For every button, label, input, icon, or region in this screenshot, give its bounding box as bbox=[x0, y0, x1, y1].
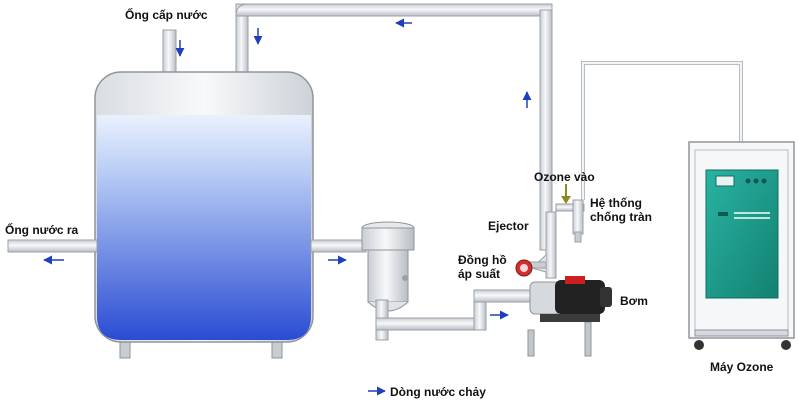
filter-to-pump-pipe bbox=[375, 289, 545, 331]
flow-arrows bbox=[43, 18, 532, 320]
ozone-line bbox=[581, 61, 743, 200]
pressure-gauge-label: Đồng hồ áp suất bbox=[458, 253, 507, 281]
pressure-gauge bbox=[515, 259, 547, 277]
return-loop-pipe bbox=[235, 3, 553, 251]
ozone-machine-label: Máy Ozone bbox=[710, 360, 774, 374]
pump bbox=[527, 276, 612, 357]
overflow-system-label: Hệ thống chống tràn bbox=[590, 196, 652, 224]
filter-housing bbox=[361, 221, 415, 341]
supply-pipe-label: Ống cấp nước bbox=[125, 8, 208, 22]
water-tank bbox=[94, 71, 314, 359]
pump-label: Bơm bbox=[620, 294, 648, 308]
supply-pipe bbox=[162, 29, 177, 79]
outlet-pipe-label: Ống nước ra bbox=[5, 223, 79, 237]
ozone-machine bbox=[688, 141, 795, 350]
outlet-pipe bbox=[7, 239, 98, 253]
ozone-in-arrow bbox=[561, 184, 571, 204]
tank-water bbox=[97, 115, 311, 340]
ozone-in-label: Ozone vào bbox=[534, 170, 595, 184]
legend-flow-label: Dòng nước chảy bbox=[390, 385, 486, 399]
tank-to-filter-pipe bbox=[310, 239, 367, 253]
ejector-label: Ejector bbox=[488, 219, 529, 233]
overflow-device bbox=[555, 199, 585, 243]
